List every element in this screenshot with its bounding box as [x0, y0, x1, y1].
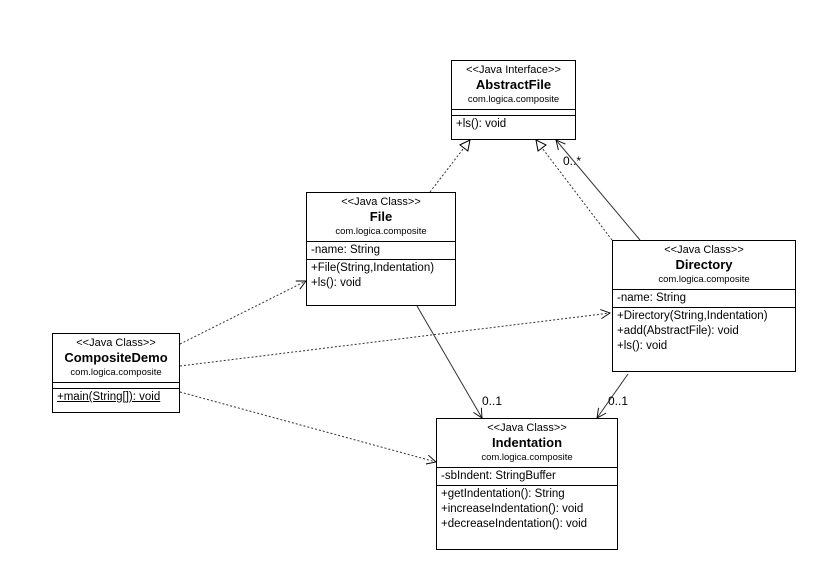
stereotype-label: <<Java Class>>: [664, 244, 744, 256]
operations-section: +getIndentation(): String +increaseInden…: [437, 486, 617, 533]
multiplicity-label-file-indentation: 0..1: [482, 394, 503, 408]
realization-file-abstractfile: [429, 140, 470, 193]
class-directory[interactable]: <<Java Class>> Directory com.logica.comp…: [612, 240, 796, 372]
attributes-section: [452, 110, 575, 116]
association-directory-abstractfile: [556, 140, 641, 241]
attributes-section: -sbIndent: StringBuffer: [437, 468, 617, 486]
package-label: com.logica.composite: [467, 94, 560, 105]
attributes-section: [53, 383, 179, 389]
operation: +Directory(String,Indentation): [617, 310, 768, 322]
class-name: AbstractFile: [475, 77, 552, 92]
operations-section: +Directory(String,Indentation) +add(Abst…: [613, 308, 795, 355]
package-label: com.logica.composite: [481, 452, 573, 463]
class-name: Directory: [675, 257, 733, 272]
multiplicity-label-directory-indentation: 0..1: [608, 394, 629, 408]
operations-section: +ls(): void: [452, 116, 575, 133]
operations-section: +File(String,Indentation) +ls(): void: [307, 260, 455, 292]
attribute: -name: String: [617, 292, 687, 304]
operation: +ls(): void: [617, 340, 668, 352]
stereotype-label: <<Java Class>>: [76, 337, 156, 349]
class-header: <<Java Class>> CompositeDemo com.logica.…: [53, 334, 179, 383]
class-file[interactable]: <<Java Class>> File com.logica.composite…: [306, 192, 456, 306]
association-file-indentation: [416, 305, 482, 418]
dependency-compositedemo-indentation: [179, 391, 436, 462]
operation: +main(String[]): void: [57, 391, 161, 403]
class-header: <<Java Interface>> AbstractFile com.logi…: [452, 61, 575, 110]
multiplicity-label-abstractfile: 0..*: [563, 154, 582, 168]
class-name: Indentation: [491, 435, 563, 450]
dependency-compositedemo-file: [179, 281, 306, 345]
stereotype-label: <<Java Class>>: [341, 196, 421, 208]
operation: +add(AbstractFile): void: [617, 325, 739, 337]
attribute: -sbIndent: StringBuffer: [441, 470, 556, 482]
stereotype-label: <<Java Class>>: [487, 422, 567, 434]
operation: +decreaseIndentation(): void: [441, 518, 588, 530]
class-header: <<Java Class>> Indentation com.logica.co…: [437, 419, 617, 468]
attributes-section: -name: String: [307, 242, 455, 260]
class-name: File: [369, 209, 393, 224]
operation: +increaseIndentation(): void: [441, 503, 584, 515]
operation: +ls(): void: [311, 277, 362, 289]
class-header: <<Java Class>> Directory com.logica.comp…: [613, 241, 795, 290]
operations-section: +main(String[]): void: [53, 389, 179, 406]
package-label: com.logica.composite: [658, 274, 750, 285]
class-header: <<Java Class>> File com.logica.composite: [307, 193, 455, 242]
package-label: com.logica.composite: [335, 226, 427, 237]
package-label: com.logica.composite: [70, 367, 162, 378]
dependency-compositedemo-directory: [179, 313, 610, 367]
class-abstractfile[interactable]: <<Java Interface>> AbstractFile com.logi…: [451, 60, 576, 140]
realization-directory-abstractfile: [536, 140, 613, 241]
attribute: -name: String: [311, 244, 381, 256]
class-compositedemo[interactable]: <<Java Class>> CompositeDemo com.logica.…: [52, 333, 180, 413]
stereotype-label: <<Java Interface>>: [466, 64, 561, 76]
operation: +getIndentation(): String: [441, 488, 565, 500]
operation: +File(String,Indentation): [311, 262, 435, 274]
operation: +ls(): void: [456, 118, 507, 130]
class-indentation[interactable]: <<Java Class>> Indentation com.logica.co…: [436, 418, 618, 550]
class-name: CompositeDemo: [64, 350, 168, 365]
attributes-section: -name: String: [613, 290, 795, 308]
association-directory-indentation: [597, 373, 629, 418]
